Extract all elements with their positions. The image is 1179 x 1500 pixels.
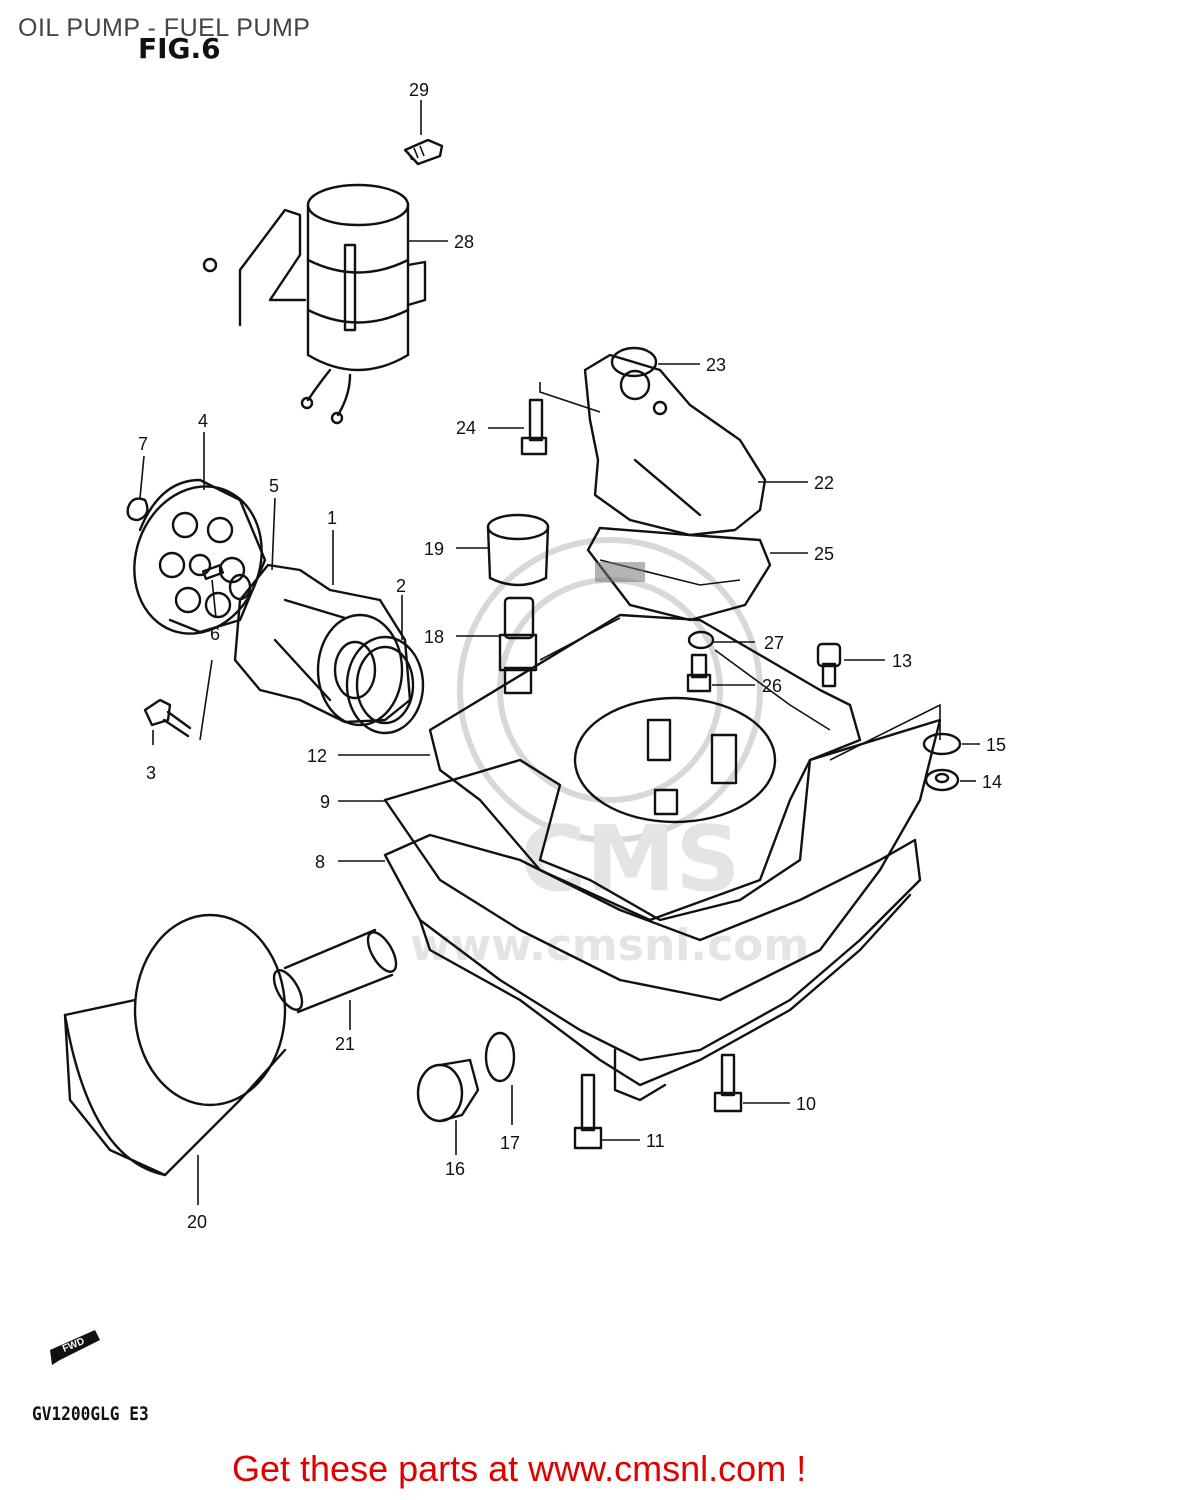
part-12-gasket (428, 613, 862, 922)
part-15-washer (922, 732, 962, 756)
part-2-gasket (345, 635, 425, 735)
callout-leaders (139, 100, 980, 1205)
part-11-bolt (573, 1073, 603, 1150)
callout-5: 5 (269, 476, 279, 496)
callout-10: 10 (796, 1094, 816, 1114)
part-26-bolt (686, 653, 712, 693)
callout-23: 23 (706, 355, 726, 375)
part-4-oil-pump-gear (133, 478, 267, 635)
callout-11: 11 (646, 1131, 665, 1151)
figure-label: FIG.6 (138, 32, 221, 65)
part-22-oil-strainer-housing (583, 353, 767, 537)
callout-27: 27 (764, 633, 784, 653)
callout-6: 6 (210, 624, 220, 644)
callout-2: 2 (396, 576, 406, 596)
callout-1: 1 (327, 508, 337, 528)
part-21-union-bolt (272, 928, 398, 1014)
callout-19: 19 (424, 539, 444, 559)
part-7-circlip (126, 497, 149, 522)
part-6-pin (201, 563, 225, 581)
part-1-oil-pump (233, 563, 412, 727)
svg-text:CMS: CMS (520, 807, 740, 912)
callout-3: 3 (146, 763, 156, 783)
callout-17: 17 (500, 1133, 520, 1153)
part-8-oil-pan (383, 833, 922, 1102)
callout-12: 12 (307, 746, 327, 766)
callout-labels: 29 28 23 24 22 25 19 18 27 26 13 15 14 1… (138, 80, 1006, 1232)
callout-29: 29 (409, 80, 429, 100)
model-code: GV1200GLG E3 (32, 1403, 149, 1425)
part-28-fuel-pump (202, 183, 427, 425)
part-24-bolt (520, 398, 548, 456)
part-9-oil-pan-gasket (383, 718, 942, 1002)
part-14-nut (924, 768, 960, 792)
part-20-oil-filter (63, 913, 287, 1177)
callout-22: 22 (814, 473, 834, 493)
callout-20: 20 (187, 1212, 207, 1232)
page-title: OIL PUMP - FUEL PUMP (18, 14, 311, 42)
get-parts-link[interactable]: Get these parts at www.cmsnl.com ! (232, 1448, 807, 1489)
callout-9: 9 (320, 792, 330, 812)
watermark-logo: CMS www.cmsnl.com (410, 537, 809, 971)
part-25-oil-strainer (586, 526, 772, 622)
part-19-collar (486, 513, 550, 587)
part-18-oil-pressure-switch (498, 596, 538, 695)
part-16-drain-plug (416, 1058, 480, 1123)
callout-14: 14 (982, 772, 1002, 792)
oil-pan-inner-cavity (573, 696, 777, 824)
part-13-bolt (816, 642, 842, 688)
callout-15: 15 (986, 735, 1006, 755)
callout-16: 16 (445, 1159, 465, 1179)
callout-24: 24 (456, 418, 476, 438)
callout-21: 21 (335, 1034, 355, 1054)
callout-26: 26 (762, 676, 782, 696)
callout-18: 18 (424, 627, 444, 647)
part-23-o-ring (610, 346, 658, 378)
part-10-bolt (713, 1053, 743, 1113)
part-27-washer (687, 630, 715, 650)
callout-7: 7 (138, 434, 148, 454)
part-17-washer (484, 1031, 516, 1083)
callout-13: 13 (892, 651, 912, 671)
callout-8: 8 (315, 852, 325, 872)
callout-4: 4 (198, 411, 208, 431)
callout-28: 28 (454, 232, 474, 252)
callout-25: 25 (814, 544, 834, 564)
fwd-arrow-icon: FWD (50, 1330, 100, 1365)
part-3-bolt (143, 659, 213, 741)
part-29-bolt (403, 138, 444, 166)
leader-lines (152, 382, 941, 761)
svg-text:www.cmsnl.com: www.cmsnl.com (410, 920, 809, 971)
